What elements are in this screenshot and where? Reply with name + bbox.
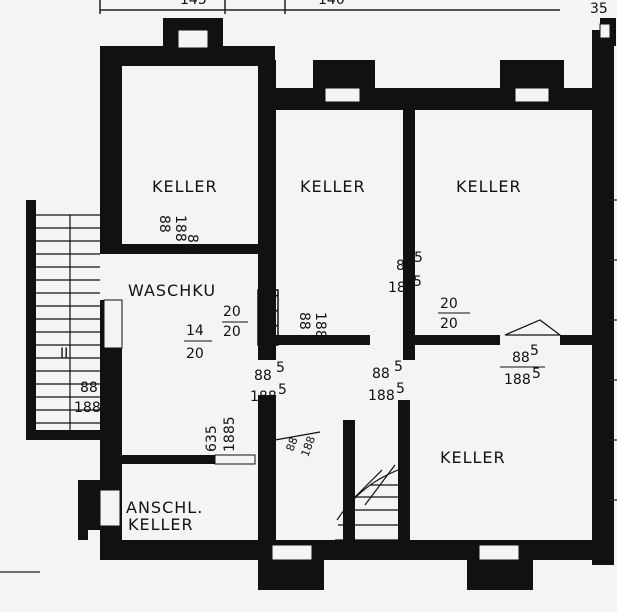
top-dimension-line: 145 140 35 [99,0,608,17]
door-mark-d2: 88 5 188 5 [388,250,423,296]
door-mark-d2-h: 188 [388,280,415,296]
window-mark-3: 14 20 [184,323,212,362]
door-mark-d7-h: 188 [312,312,328,339]
door-mark-d9-w: 635 [204,425,220,452]
door-mark-d1: 88 188 [156,215,188,242]
window-mark-1-bottom: 20 [223,324,241,340]
room-keller-ne: KELLER [456,177,522,196]
door-mark-d3-h: 188 [504,372,531,388]
door-mark-d2-sup: 5 [414,250,423,266]
door-mark-d10-w: 88 [184,234,200,252]
door-mark-d1-w: 88 [156,215,172,233]
door-mark-d7: 88 188 [296,312,328,339]
stair-mark: II [60,346,68,362]
door-mark-d6: 88 5 188 5 [368,359,405,404]
top-dim-4: 35 [590,1,608,17]
window-mark-3-bottom: 20 [186,346,204,362]
door-mark-d1-h: 188 [172,215,188,242]
room-anschl-label-2: KELLER [128,515,194,534]
door-mark-d5-w: 88 [254,368,272,384]
door-mark-d7-w: 88 [296,312,312,330]
door-mark-d5-h: 188 [250,389,277,405]
door-mark-d4-sup: 5 [100,373,109,389]
room-keller-n-mid: KELLER [300,177,366,196]
door-mark-d3: 88 5 188 5 [500,343,545,388]
door-mark-d4-w: 88 [80,380,98,396]
room-anschl-label-1: ANSCHL. [126,498,203,517]
window-mark-2-bottom: 20 [440,316,458,332]
door-mark-d6-h: 188 [368,388,395,404]
door-mark-d8-h: 188 [299,434,318,458]
door-mark-d3-sup: 5 [530,343,539,359]
door-swing-east [504,319,562,336]
door-mark-d4: 88 5 188 5 [74,373,109,416]
room-keller-nw: KELLER [152,177,218,196]
door-mark-d2-w: 88 [396,258,414,274]
door-mark-d4-h: 188 [74,400,101,416]
window-mark-3-top: 14 [186,323,204,339]
window-mark-1: 20 20 [222,304,248,340]
window-mark-2: 20 20 [438,296,470,332]
room-keller-se: KELLER [440,448,506,467]
door-mark-d5: 88 5 188 5 [250,360,287,405]
door-mark-d9-h: 1885 [222,416,238,452]
door-mark-d6-sup: 5 [394,359,403,375]
door-mark-d3-w: 88 [512,350,530,366]
door-mark-d6-hsup: 5 [396,381,405,397]
door-mark-d2-hsup: 5 [413,274,422,290]
room-waschku: WASCHKU [128,281,216,300]
door-mark-d4-hsup: 5 [100,393,109,409]
left-staircase [36,214,100,430]
center-winder-stair [274,431,399,541]
window-mark-1-top: 20 [223,304,241,320]
door-mark-d5-hsup: 5 [278,382,287,398]
door-mark-d8-w: 88 [284,435,301,453]
window-mark-2-top: 20 [440,296,458,312]
top-dim-2: 140 [318,0,345,8]
window-openings [99,23,611,561]
door-mark-d6-w: 88 [372,366,390,382]
right-edge-ticks [608,199,617,501]
door-mark-d3-hsup: 5 [532,366,541,382]
shaft [257,289,279,346]
door-mark-d9: 635 1885 [204,416,238,452]
door-mark-d10: 88 [184,234,200,252]
top-dim-1: 145 [180,0,207,8]
door-mark-d5-sup: 5 [276,360,285,376]
